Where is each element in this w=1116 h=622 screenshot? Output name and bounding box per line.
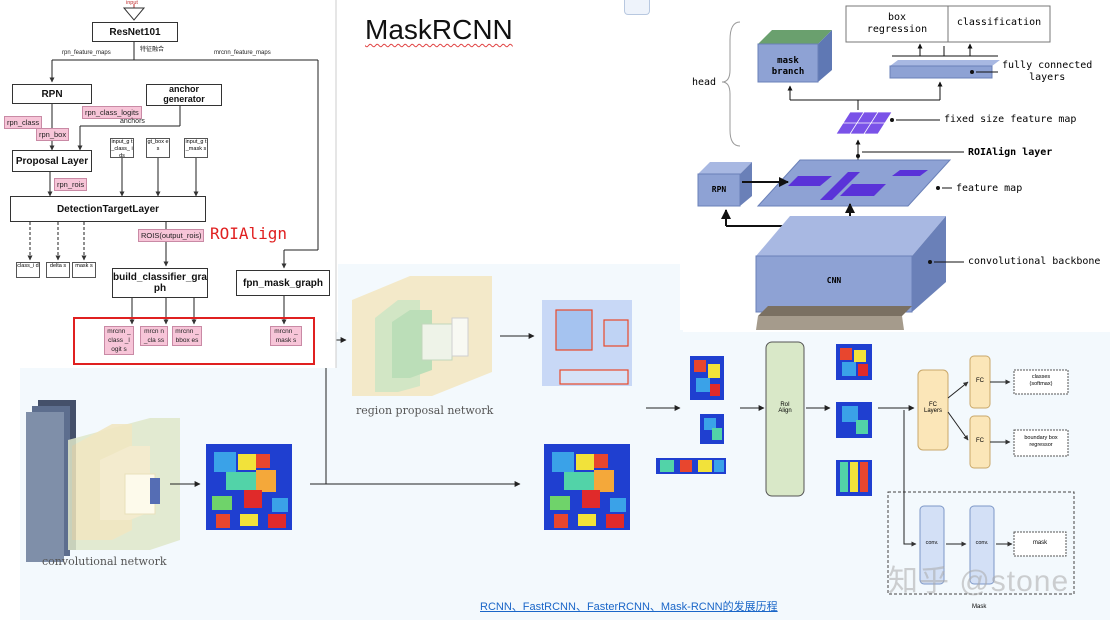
resnet101-box: ResNet101 xyxy=(92,22,178,42)
roi-align-label: RoI Align xyxy=(778,402,792,414)
rpn-class-tag: rpn_class xyxy=(4,116,43,129)
page-title: MaskRCNN xyxy=(365,14,513,45)
input-label: input xyxy=(126,0,138,6)
proposals-heatmap xyxy=(542,300,632,386)
rpn-feature-maps-label: rpn_feature_maps xyxy=(62,50,111,56)
mrcnn-feature-maps-label: mrcnn_feature_maps xyxy=(214,50,271,56)
aligned-maps xyxy=(836,344,872,496)
fixed-size-feature-map-label: fixed size feature map xyxy=(944,114,1077,125)
arch-graphics xyxy=(697,5,1051,330)
mrcnn-mask-tag: mrcnn _mask s xyxy=(270,326,302,346)
roi-crops xyxy=(656,356,726,474)
roi-align-box xyxy=(765,341,805,497)
conv-label-2: conv. xyxy=(975,540,989,546)
build-classifier-graph-box: build_classifier_gra ph xyxy=(112,268,208,298)
detection-target-layer-box: DetectionTargetLayer xyxy=(10,196,206,222)
box-regression-label: box regression xyxy=(866,12,928,35)
anchors-label: anchors xyxy=(120,118,145,125)
mrcnn-bbox-tag: mrcnn _bbox es xyxy=(172,326,202,346)
input-gt-class-ids-box: input_g t_class_ ids xyxy=(110,138,134,158)
fpn-mask-graph-box: fpn_mask_graph xyxy=(236,270,330,296)
convolutional-network-label: convolutional network xyxy=(42,555,167,568)
masks-box: mask s xyxy=(72,262,96,278)
rpn-box: RPN xyxy=(12,84,92,104)
mask-group-box xyxy=(887,491,1075,595)
mask-branch-label: mask branch xyxy=(771,56,805,77)
feature-map-label: feature map xyxy=(956,183,1023,194)
language-bar-icon[interactable] xyxy=(624,0,650,15)
fuse-label: 特征融合 xyxy=(140,47,165,53)
class-ids-box: class_i d xyxy=(16,262,40,278)
rpn-box-tag: rpn_box xyxy=(36,128,70,141)
credit-link[interactable]: RCNN、FastRCNN、FasterRCNN、Mask-RCNN的发展历程 xyxy=(480,601,778,613)
classes-label: classes (softmax) xyxy=(1029,374,1053,387)
fc-layers-label: FC Layers xyxy=(923,402,942,414)
rois-output-tag: ROIS(output_rois) xyxy=(138,229,205,242)
feature-heatmap-left xyxy=(206,444,292,530)
arch-rpn-label: RPN xyxy=(711,185,727,194)
gt-boxes-box: gt_box es xyxy=(146,138,170,158)
cnn-label: CNN xyxy=(826,276,842,285)
feature-heatmap-center xyxy=(544,444,630,530)
classification-label: classification xyxy=(956,17,1042,28)
deltas-box: delta s xyxy=(46,262,70,278)
flowchart-connectors xyxy=(27,0,337,368)
roialign-annotation: ROIAlign xyxy=(210,224,288,243)
mask-group-label: Mask xyxy=(972,604,987,610)
conv-network-blocks xyxy=(68,418,180,550)
proposal-layer-box: Proposal Layer xyxy=(12,150,92,172)
fully-connected-layers-label: fully connected layers xyxy=(1002,60,1093,83)
watermark: 知乎 @stone xyxy=(888,565,1070,598)
fc-top-label: FC xyxy=(976,378,984,384)
rpn-class-logits-tag: rpn_class_logits xyxy=(82,106,142,119)
region-proposal-network-label: region proposal network xyxy=(356,404,494,417)
fc-layers-box xyxy=(917,369,949,451)
head-label: head xyxy=(692,77,717,88)
fc-bottom-label: FC xyxy=(976,438,984,444)
mask-output-label: mask xyxy=(1032,540,1048,546)
rpn-blocks xyxy=(352,276,492,396)
convolutional-backbone-label: convolutional backbone xyxy=(968,256,1101,267)
conv-label-1: conv. xyxy=(925,540,939,546)
input-gt-masks-box: input_g t_mask s xyxy=(184,138,208,158)
boundary-box-label: boundary box regressor xyxy=(1024,435,1058,448)
roialign-layer-label: ROIAlign layer xyxy=(968,147,1053,158)
mrcnn-class-logits-tag: mrcnn _class _logit s xyxy=(104,326,134,355)
mrcnn-class-tag: mrcn n_cla ss xyxy=(140,326,168,346)
rpn-rois-tag: rpn_rois xyxy=(54,178,88,191)
anchor-generator-box: anchor generator xyxy=(146,84,222,106)
